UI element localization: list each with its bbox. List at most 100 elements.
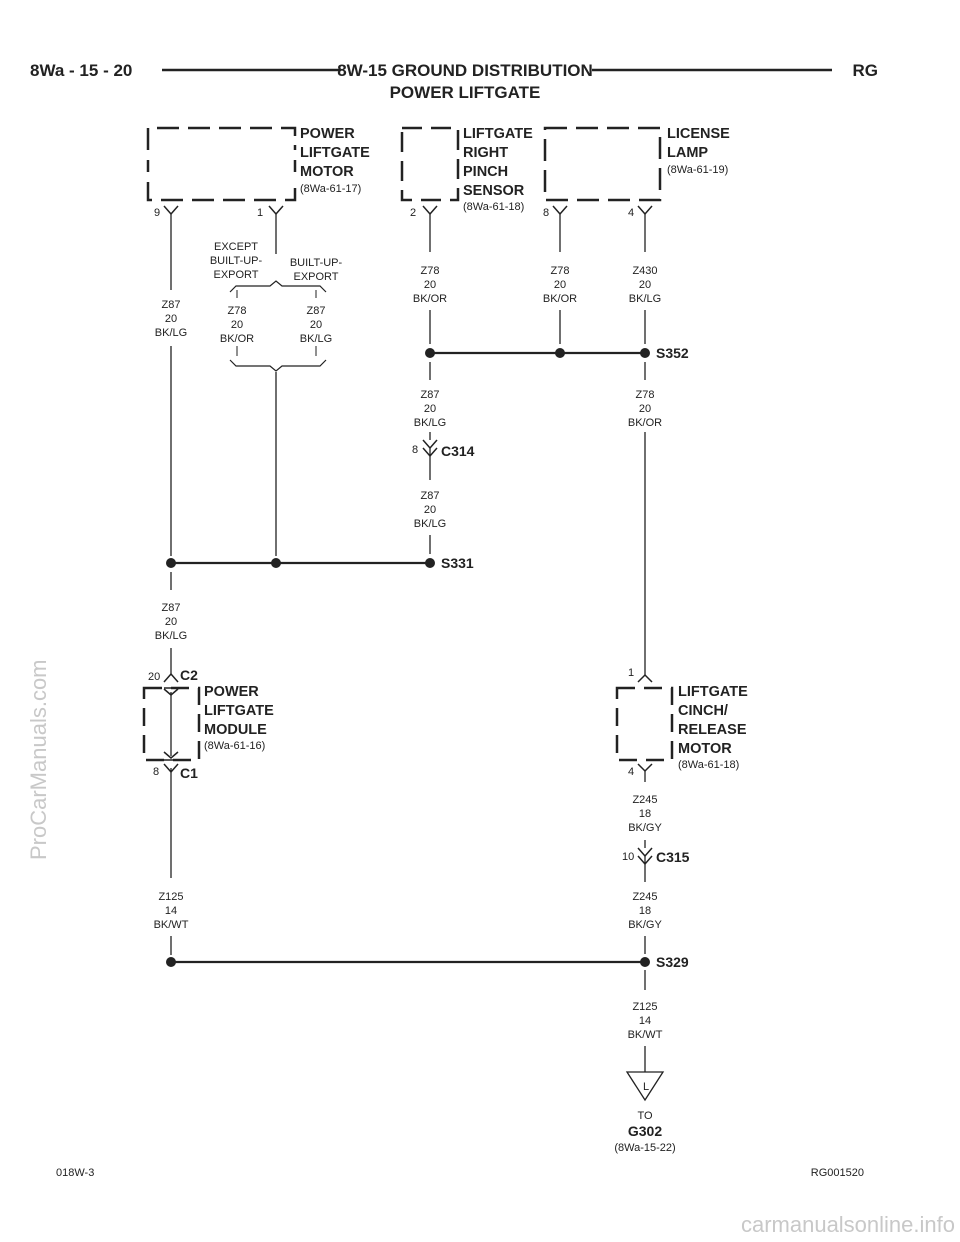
section-code: RG (853, 61, 879, 80)
figure-id: RG001520 (811, 1167, 864, 1179)
wire-label: Z78 20 BK/OR (220, 305, 254, 345)
ground-to-label: TO (637, 1110, 653, 1122)
option-label: BUILT-UP- (210, 255, 263, 267)
wire-gauge: 20 (424, 504, 436, 516)
wire-code: Z78 (421, 265, 440, 277)
power-liftgate-motor: POWER LIFTGATE MOTOR (8Wa-61-17) 9 1 (146, 126, 370, 219)
option-label: EXPORT (213, 269, 258, 281)
wire-label: Z78 20 BK/OR (628, 389, 662, 429)
wire-gauge: 20 (231, 319, 243, 331)
wire-label: Z78 20 BK/OR (543, 265, 577, 305)
component-name: CINCH/ (678, 703, 728, 719)
wire-gauge: 14 (165, 905, 177, 917)
wire-label: Z245 18 BK/GY (628, 794, 662, 834)
wire-label: Z87 20 BK/LG (414, 490, 446, 530)
wire-code: Z87 (421, 490, 440, 502)
wire-color: BK/LG (629, 293, 661, 305)
pin-number: 8 (153, 766, 159, 778)
wire-gauge: 20 (165, 313, 177, 325)
wire-color: BK/OR (628, 417, 662, 429)
wire-label: Z245 18 BK/GY (628, 891, 662, 931)
component-name: MOTOR (678, 741, 732, 757)
splice-s329: S329 (166, 954, 689, 970)
bottom-watermark: carmanualsonline.info (741, 1212, 955, 1237)
wire-gauge: 20 (310, 319, 322, 331)
component-name: POWER (300, 126, 355, 142)
wire-color: BK/LG (414, 417, 446, 429)
pin-number: 9 (154, 207, 160, 219)
wire-gauge: 20 (554, 279, 566, 291)
pin-number: 8 (412, 444, 418, 456)
wire-color: BK/LG (155, 630, 187, 642)
wire-color: BK/GY (628, 919, 662, 931)
option-label: EXPORT (293, 271, 338, 283)
figure-code: 018W-3 (56, 1167, 94, 1179)
wire-color: BK/LG (155, 327, 187, 339)
ground-name: G302 (628, 1123, 662, 1139)
wire-code: Z87 (162, 299, 181, 311)
pin-number: 1 (257, 207, 263, 219)
component-name: PINCH (463, 164, 508, 180)
wire-label: Z87 20 BK/LG (300, 305, 332, 345)
component-name: LIFTGATE (204, 703, 274, 719)
wire-code: Z78 (228, 305, 247, 317)
wire-label: Z87 20 BK/LG (155, 602, 187, 642)
pin-number: 2 (410, 207, 416, 219)
wire-code: Z87 (421, 389, 440, 401)
pin-number: 1 (628, 667, 634, 679)
wire-code: Z78 (636, 389, 655, 401)
wire-code: Z245 (632, 891, 657, 903)
connector-c314: 8 C314 (412, 439, 475, 464)
ground-g302: L TO G302 (8Wa-15-22) (614, 1071, 676, 1154)
power-liftgate-module: 20 C2 8 C1 POWER LIFTGATE MODULE (8Wa-61… (142, 667, 274, 781)
wire-gauge: 20 (639, 279, 651, 291)
pin-number: 4 (628, 766, 634, 778)
component-name: LAMP (667, 145, 708, 161)
wire-code: Z430 (632, 265, 657, 277)
wire-code: Z78 (551, 265, 570, 277)
connector-name: C315 (656, 849, 690, 865)
page-reference: (8Wa-61-17) (300, 183, 361, 195)
wire-gauge: 18 (639, 905, 651, 917)
wire-gauge: 20 (424, 279, 436, 291)
wire-label: Z78 20 BK/OR (413, 265, 447, 305)
wire-color: BK/GY (628, 822, 662, 834)
liftgate-cinch-release-motor: 1 4 LIFTGATE CINCH/ RELEASE MOTOR (8Wa-6… (615, 667, 748, 778)
component-name: POWER (204, 684, 259, 700)
wire-label: Z125 14 BK/WT (154, 891, 189, 931)
splice-name: S329 (656, 954, 689, 970)
wire-code: Z245 (632, 794, 657, 806)
component-name: LIFTGATE (463, 126, 533, 142)
build-option-brackets: EXCEPT BUILT-UP- EXPORT BUILT-UP- EXPORT… (210, 241, 343, 372)
page-reference: (8Wa-61-18) (678, 759, 739, 771)
pin-number: 8 (543, 207, 549, 219)
splice-name: S352 (656, 345, 689, 361)
component-name: LIFTGATE (678, 684, 748, 700)
wire-paths (170, 214, 646, 1072)
component-name: SENSOR (463, 183, 525, 199)
pin-number: 10 (622, 851, 634, 863)
wire-label: Z87 20 BK/LG (414, 389, 446, 429)
connector-name: C1 (180, 765, 198, 781)
connector-name: C2 (180, 667, 198, 683)
page-header: 8Wa - 15 - 20 8W-15 GROUND DISTRIBUTION … (30, 61, 878, 102)
connector-c315: 10 C315 (622, 847, 690, 872)
wire-gauge: 20 (639, 403, 651, 415)
wire-color: BK/WT (628, 1029, 663, 1041)
wire-gauge: 14 (639, 1015, 651, 1027)
license-lamp: LICENSE LAMP (8Wa-61-19) 8 4 (543, 126, 730, 219)
component-name: RIGHT (463, 145, 508, 161)
page-title: 8W-15 GROUND DISTRIBUTION (337, 61, 593, 80)
page-subtitle: POWER LIFTGATE (390, 83, 541, 102)
page-reference: (8Wa-61-18) (463, 201, 524, 213)
connector-name: C314 (441, 443, 475, 459)
component-name: MOTOR (300, 164, 354, 180)
wire-code: Z87 (162, 602, 181, 614)
page-reference: (8Wa-61-19) (667, 164, 728, 176)
splice-s352: S352 (425, 345, 689, 361)
option-label: BUILT-UP- (290, 257, 343, 269)
wire-color: BK/LG (300, 333, 332, 345)
splice-name: S331 (441, 555, 474, 571)
pin-number: 20 (148, 671, 160, 683)
